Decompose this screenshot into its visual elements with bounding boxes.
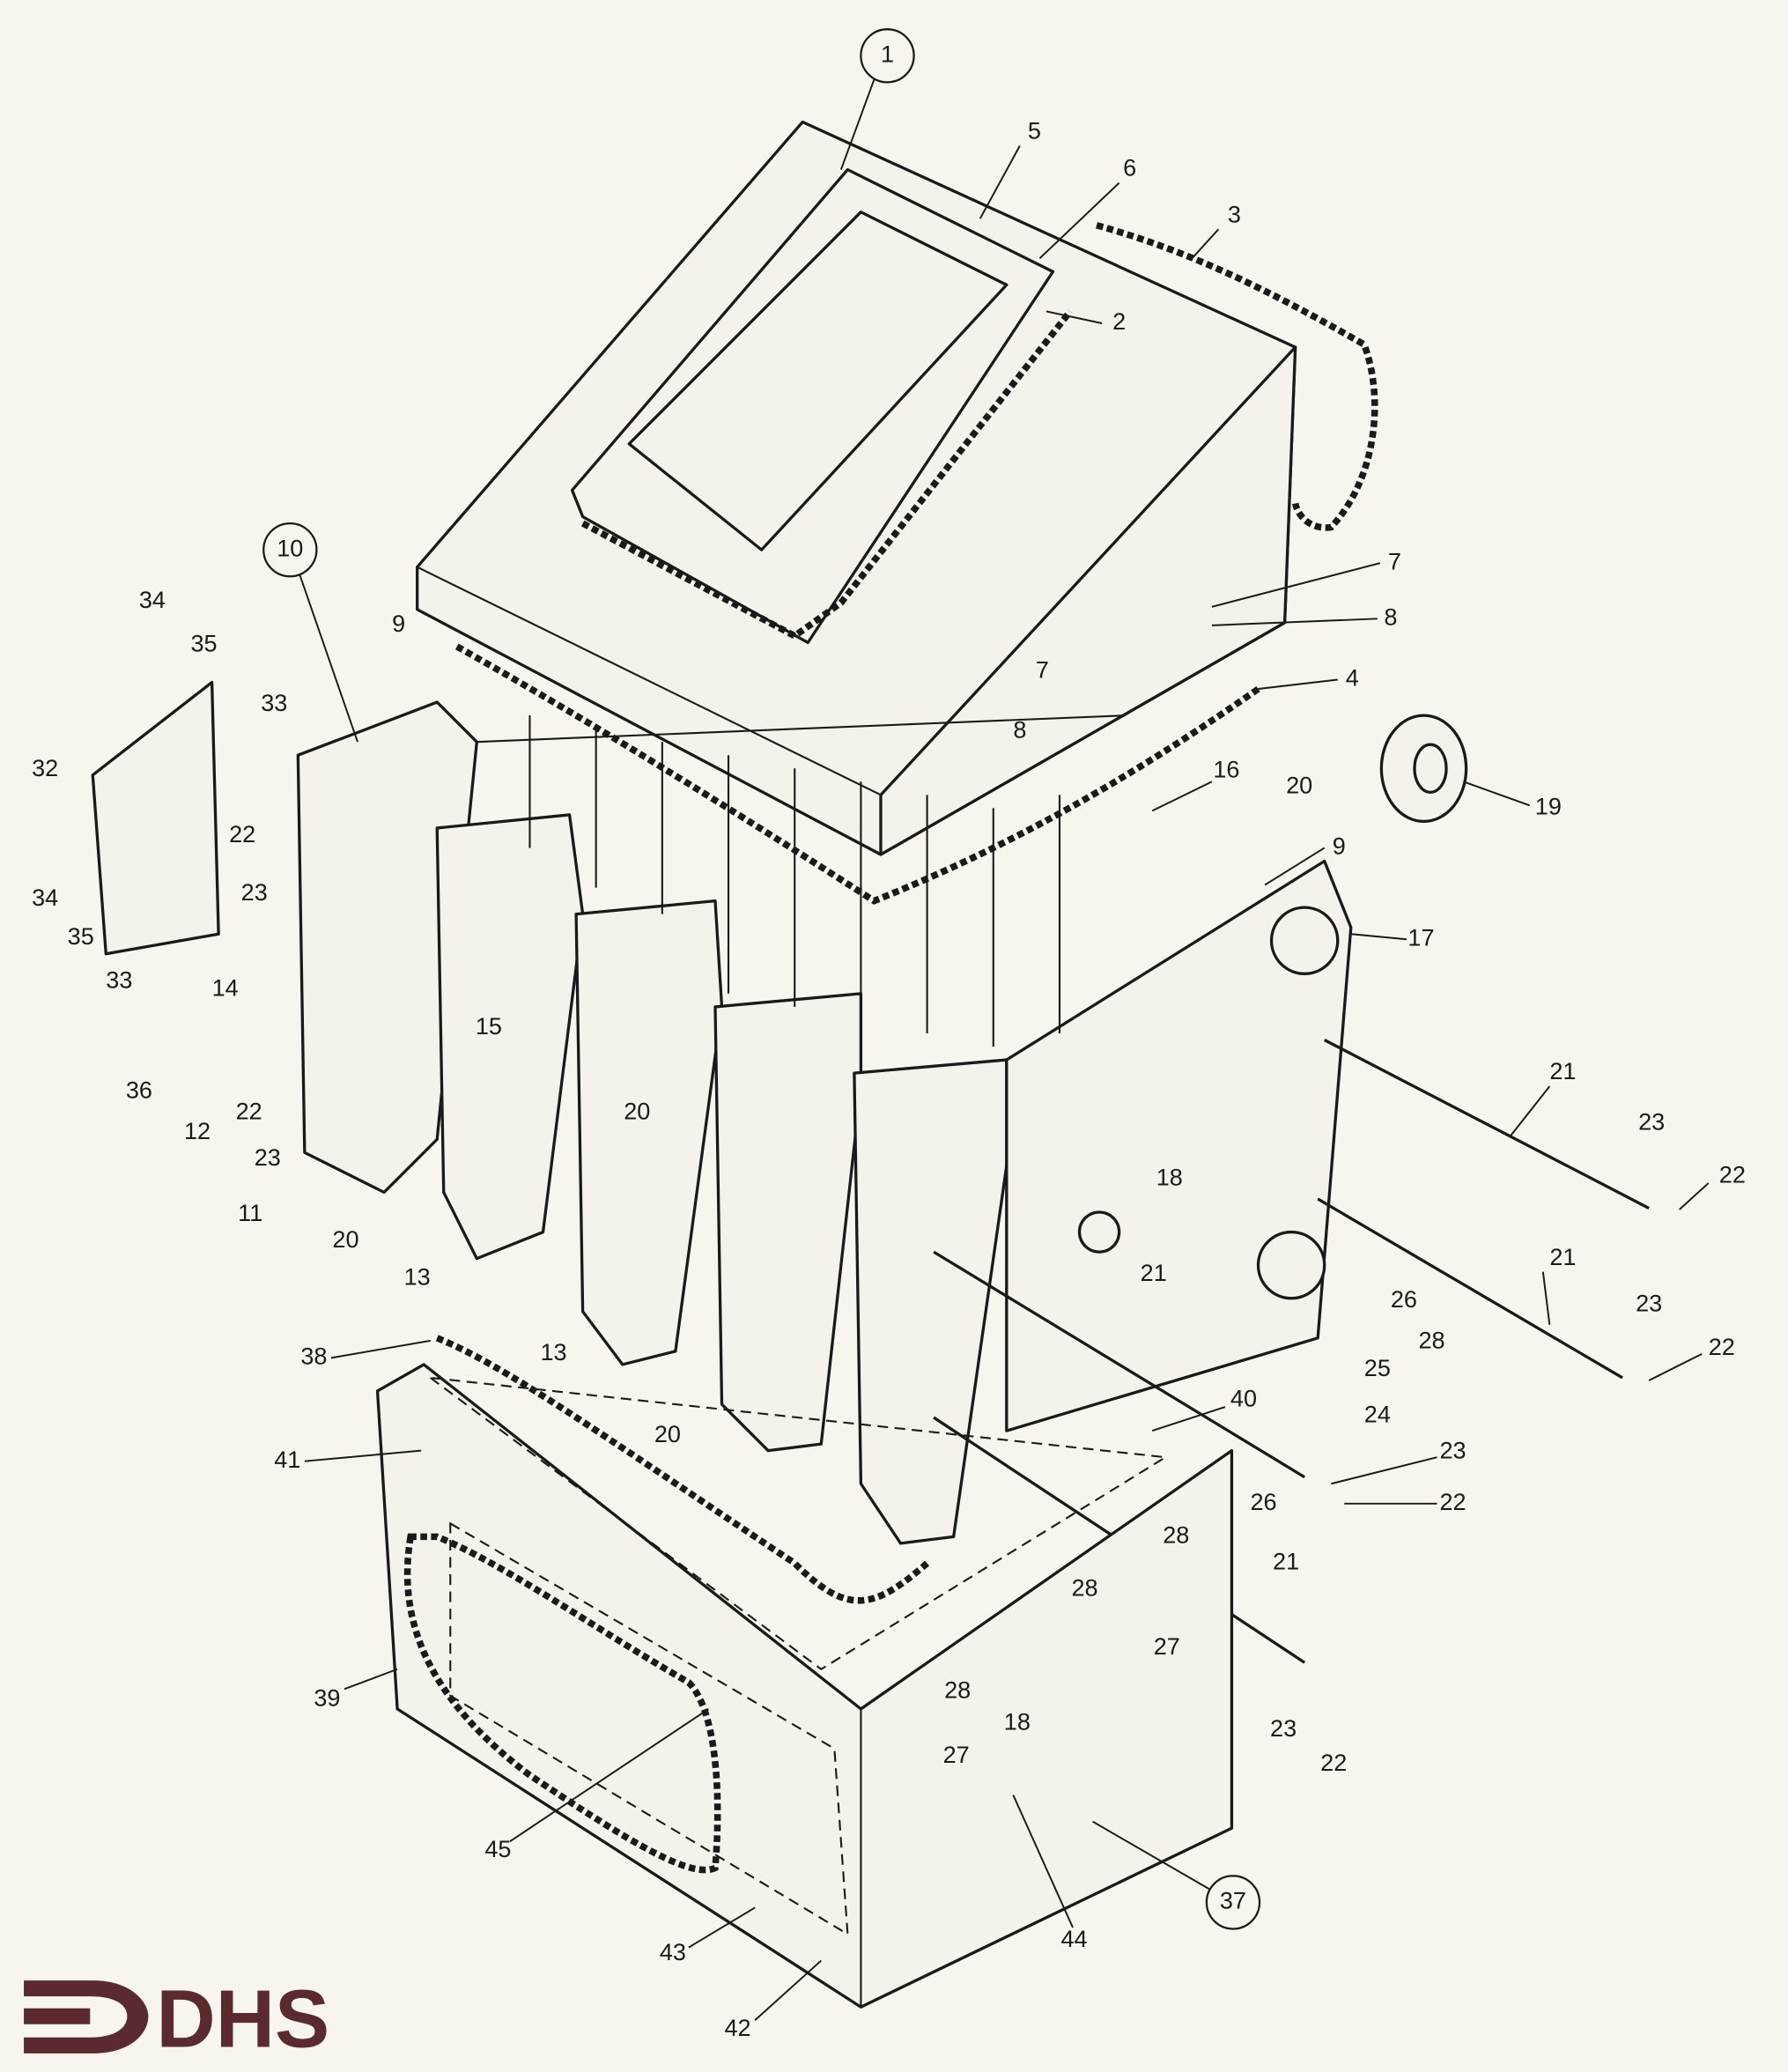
- part-label: 25: [1364, 1355, 1391, 1381]
- part-label: 22: [1719, 1162, 1746, 1188]
- part-label: 8: [1384, 603, 1397, 630]
- part-label: 7: [1036, 657, 1049, 684]
- part-label: 16: [1213, 756, 1239, 782]
- part-label: 18: [1004, 1709, 1031, 1735]
- part-label: 20: [654, 1421, 681, 1447]
- part-label: 23: [1440, 1437, 1467, 1463]
- part-label: 4: [1346, 665, 1359, 692]
- part-label: 15: [476, 1013, 502, 1040]
- part-label: 21: [1273, 1549, 1299, 1575]
- part-label: 28: [1071, 1575, 1097, 1602]
- part-label: 33: [106, 966, 132, 993]
- part-label: 39: [314, 1684, 340, 1711]
- part-label: 23: [1270, 1715, 1297, 1742]
- part-label: 23: [241, 879, 268, 906]
- part-label: 23: [255, 1144, 281, 1171]
- part-label: 5: [1028, 118, 1041, 144]
- part-label: 38: [300, 1343, 327, 1370]
- part-label: 28: [1418, 1327, 1444, 1353]
- part-label: 10: [277, 535, 303, 561]
- part-label: 43: [660, 1939, 686, 1965]
- part-label: 11: [238, 1200, 262, 1226]
- part-label: 2: [1112, 308, 1126, 335]
- part-label: 23: [1636, 1290, 1662, 1316]
- part-label: 40: [1230, 1386, 1257, 1412]
- heat-exchanger-sections: [296, 700, 1353, 1545]
- part-label: 42: [725, 2015, 751, 2041]
- part-label: 6: [1123, 155, 1136, 181]
- part-label: 36: [126, 1077, 152, 1103]
- callout-circle-37: [1205, 1875, 1261, 1930]
- part-label: 20: [1286, 772, 1312, 798]
- logo-arrow-icon: [24, 1980, 149, 2054]
- part-label: 32: [32, 755, 58, 781]
- part-label: 22: [1320, 1750, 1347, 1776]
- part-label: 20: [624, 1098, 650, 1124]
- callout-circle-10: [262, 522, 318, 578]
- part-label: 26: [1250, 1489, 1276, 1515]
- part-label: 24: [1364, 1402, 1391, 1428]
- part-label: 17: [1407, 924, 1434, 951]
- part-label: 23: [1638, 1108, 1665, 1135]
- part-label: 34: [139, 587, 166, 613]
- top-hood: [416, 120, 1378, 905]
- part-label: 44: [1060, 1926, 1087, 1952]
- part-label: 41: [274, 1447, 300, 1473]
- part-label: 26: [1391, 1286, 1417, 1313]
- leader-lines: [297, 78, 1710, 2021]
- part-label: 35: [191, 631, 218, 657]
- part-label: 21: [1549, 1244, 1576, 1270]
- logo-text: DHS: [156, 1972, 329, 2064]
- part-label: 7: [1388, 548, 1401, 574]
- part-label: 3: [1228, 201, 1241, 227]
- part-label: 19: [1535, 794, 1562, 820]
- part-label: 27: [1154, 1633, 1180, 1660]
- part-label: 13: [541, 1339, 567, 1365]
- part-label: 13: [404, 1263, 431, 1290]
- mounting-bracket: [91, 680, 1468, 956]
- part-labels: 1 5 6 3 2 10 7 8 9 7 8 4 34 35 33 32 16 …: [32, 41, 1746, 2041]
- part-label: 22: [236, 1098, 262, 1124]
- part-label: 14: [212, 975, 239, 1002]
- part-label: 35: [68, 923, 94, 950]
- base-casing: [375, 1335, 1234, 2009]
- part-label: 21: [1141, 1260, 1167, 1286]
- part-label: 22: [229, 821, 255, 847]
- part-label: 9: [1333, 833, 1346, 860]
- part-label: 22: [1709, 1334, 1735, 1360]
- part-label: 34: [32, 884, 58, 911]
- part-label: 22: [1440, 1489, 1467, 1515]
- part-label: 33: [261, 690, 287, 716]
- part-label: 12: [184, 1118, 211, 1144]
- part-label: 45: [484, 1836, 511, 1862]
- part-label: 18: [1156, 1165, 1183, 1191]
- dhs-logo: DHS: [24, 1972, 329, 2064]
- part-label: 37: [1220, 1888, 1246, 1914]
- part-label: 27: [943, 1742, 970, 1768]
- part-label: 21: [1549, 1058, 1576, 1084]
- part-label: 28: [1163, 1522, 1189, 1549]
- part-label: 9: [392, 610, 405, 637]
- part-label: 1: [881, 41, 894, 67]
- part-label: 28: [944, 1676, 971, 1703]
- callout-circle-1: [860, 28, 915, 84]
- part-label: 8: [1013, 716, 1026, 743]
- part-label: 20: [332, 1226, 358, 1253]
